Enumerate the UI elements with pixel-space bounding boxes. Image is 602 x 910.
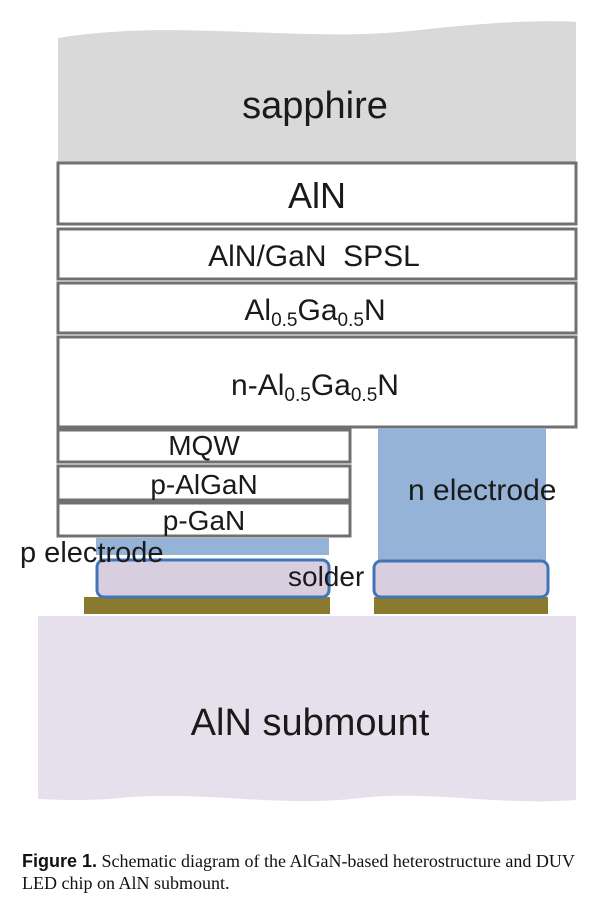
sapphire-label: sapphire: [242, 85, 388, 127]
spsl-label: AlN/GaN SPSL: [208, 240, 420, 273]
p-gan-label: p-GaN: [163, 505, 245, 536]
aln-label: AlN: [288, 175, 346, 216]
n-electrode-label: n electrode: [408, 474, 556, 507]
n-electrode: [378, 428, 546, 574]
submount-layer: [38, 616, 576, 802]
figure-caption: Figure 1. Schematic diagram of the AlGaN…: [22, 850, 592, 894]
led-chip-diagram: sapphire AlN AlN/GaN SPSL Al0.5Ga0.5N n-…: [20, 21, 578, 802]
left-solder: [95, 558, 331, 599]
submount-label: AlN submount: [191, 702, 430, 744]
right-pad: [374, 597, 548, 614]
p-algan-layer: [56, 464, 352, 502]
sapphire-layer: [58, 21, 576, 163]
solder-label: solder: [288, 561, 364, 592]
algan-label: Al0.5Ga0.5N: [244, 294, 385, 331]
left-pad: [84, 597, 330, 614]
aln-layer: [56, 161, 578, 226]
algan-layer: [56, 281, 578, 335]
caption-label: Figure 1.: [22, 851, 98, 871]
spsl-layer: [56, 227, 578, 281]
mqw-label: MQW: [168, 430, 240, 461]
caption-text: Schematic diagram of the AlGaN-based het…: [22, 851, 575, 893]
n-algan-layer: [56, 335, 578, 429]
p-algan-label: p-AlGaN: [150, 469, 257, 500]
p-electrode: [96, 538, 329, 555]
p-electrode-label: p electrode: [20, 537, 164, 569]
n-algan-label: n-Al0.5Ga0.5N: [231, 369, 399, 406]
right-solder: [372, 559, 550, 599]
p-gan-layer: [56, 501, 352, 538]
mqw-layer: [56, 428, 352, 464]
